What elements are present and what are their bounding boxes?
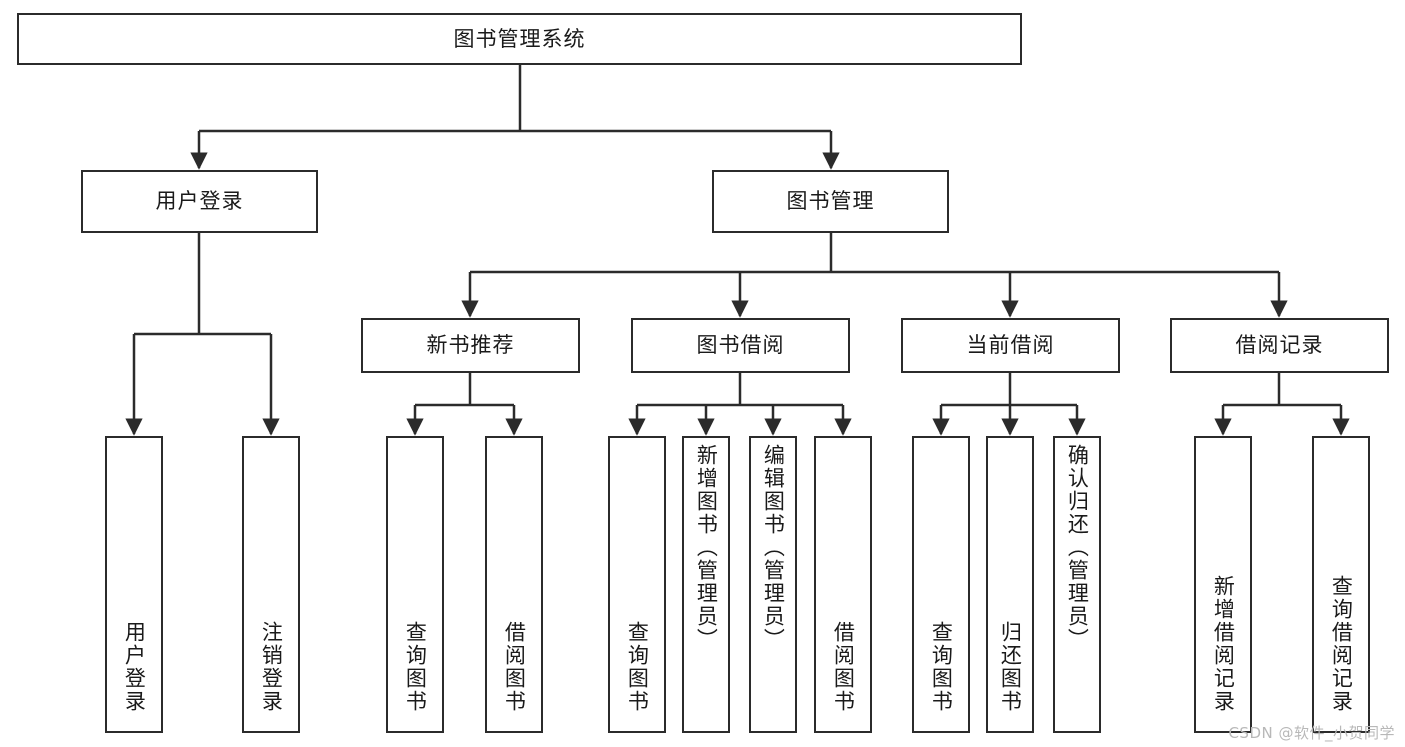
- node-leaf-borrow-book-1[interactable]: 借阅图书: [485, 436, 543, 733]
- node-borrow-record[interactable]: 借阅记录: [1170, 318, 1389, 373]
- node-new-book-rec-label: 新书推荐: [426, 333, 515, 358]
- node-leaf-add-book[interactable]: 新增图书（管理员）: [682, 436, 730, 733]
- node-borrow-record-label: 借阅记录: [1235, 333, 1324, 358]
- node-leaf-return-book[interactable]: 归还图书: [986, 436, 1034, 733]
- node-user-login-label: 用户登录: [155, 189, 244, 214]
- node-current-borrow-label: 当前借阅: [966, 333, 1055, 358]
- node-book-borrow-label: 图书借阅: [696, 333, 785, 358]
- node-leaf-logout-label: 注销登录: [259, 621, 284, 713]
- node-user-login[interactable]: 用户登录: [81, 170, 318, 233]
- node-leaf-return-book-label: 归还图书: [998, 621, 1023, 713]
- node-leaf-user-login[interactable]: 用户登录: [105, 436, 163, 733]
- node-book-manage-label: 图书管理: [786, 189, 875, 214]
- node-leaf-user-login-label: 用户登录: [122, 621, 147, 713]
- node-leaf-query-book-2[interactable]: 查询图书: [608, 436, 666, 733]
- node-root-label: 图书管理系统: [453, 26, 586, 51]
- node-leaf-query-record[interactable]: 查询借阅记录: [1312, 436, 1370, 733]
- node-leaf-borrow-book-2-label: 借阅图书: [831, 621, 856, 713]
- node-leaf-edit-book[interactable]: 编辑图书（管理员）: [749, 436, 797, 733]
- node-leaf-add-record[interactable]: 新增借阅记录: [1194, 436, 1252, 733]
- node-leaf-confirm-return-label: 确认归还（管理员）: [1065, 444, 1090, 651]
- node-leaf-borrow-book-1-label: 借阅图书: [502, 621, 527, 713]
- node-book-manage[interactable]: 图书管理: [712, 170, 949, 233]
- node-current-borrow[interactable]: 当前借阅: [901, 318, 1120, 373]
- watermark: CSDN @软件_小贺同学: [1228, 724, 1395, 742]
- node-leaf-add-record-label: 新增借阅记录: [1211, 575, 1236, 713]
- node-leaf-edit-book-label: 编辑图书（管理员）: [761, 444, 786, 651]
- node-leaf-query-record-label: 查询借阅记录: [1329, 575, 1354, 713]
- node-leaf-confirm-return[interactable]: 确认归还（管理员）: [1053, 436, 1101, 733]
- node-leaf-query-book-1-label: 查询图书: [403, 621, 428, 713]
- node-leaf-logout[interactable]: 注销登录: [242, 436, 300, 733]
- node-leaf-borrow-book-2[interactable]: 借阅图书: [814, 436, 872, 733]
- node-book-borrow[interactable]: 图书借阅: [631, 318, 850, 373]
- node-leaf-query-book-1[interactable]: 查询图书: [386, 436, 444, 733]
- node-leaf-add-book-label: 新增图书（管理员）: [694, 444, 719, 651]
- node-leaf-query-book-3[interactable]: 查询图书: [912, 436, 970, 733]
- node-leaf-query-book-2-label: 查询图书: [625, 621, 650, 713]
- node-leaf-query-book-3-label: 查询图书: [929, 621, 954, 713]
- node-new-book-rec[interactable]: 新书推荐: [361, 318, 580, 373]
- node-root[interactable]: 图书管理系统: [17, 13, 1022, 65]
